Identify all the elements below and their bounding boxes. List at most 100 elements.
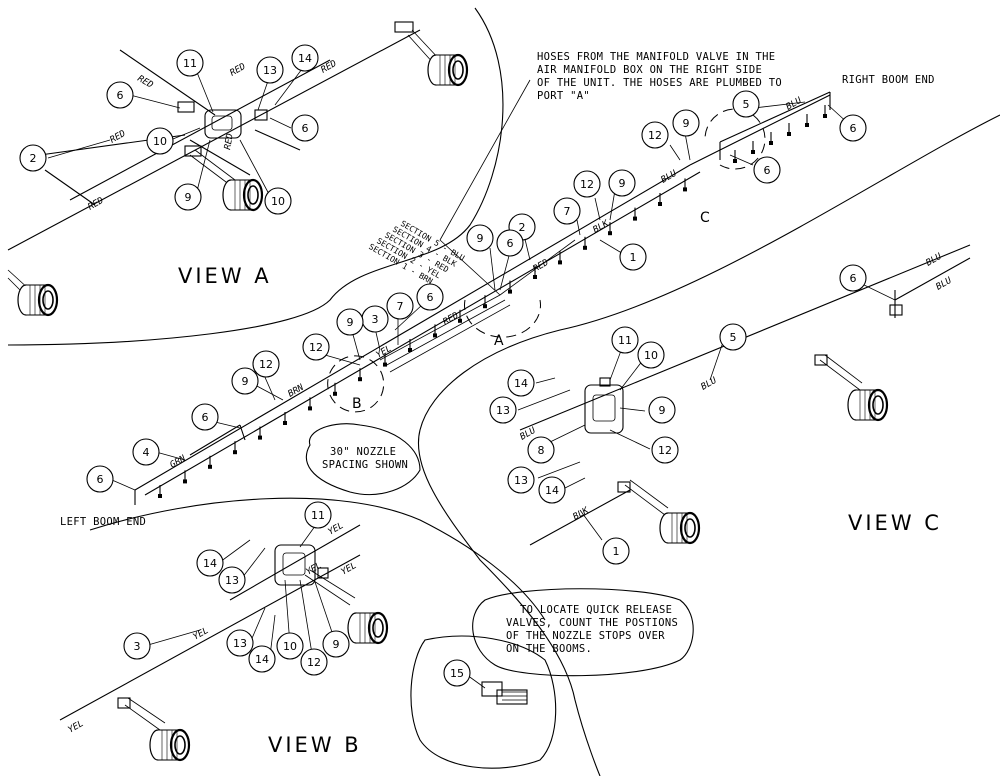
callout-bubble (176, 49, 204, 77)
callout-bubble (291, 44, 319, 72)
callout-number: 10 (153, 135, 167, 148)
callout-bubble (123, 632, 151, 660)
section-legend: SECTION 5 - BLU SECTION 4 - BLK SECTION … (367, 219, 466, 286)
callout-number: 12 (658, 444, 672, 457)
callout-number: 9 (347, 316, 354, 329)
callout-number: 6 (427, 291, 434, 304)
callout-bubble (291, 114, 319, 142)
nozzle-note-line-1: 30" NOZZLE (330, 446, 396, 458)
callout-number: 5 (743, 98, 750, 111)
callout-bubble (507, 369, 535, 397)
callout-number: 2 (30, 152, 37, 165)
callout-number: 9 (333, 638, 340, 651)
callout-number: 9 (242, 375, 249, 388)
callout-number: 1 (613, 545, 620, 558)
wire-label-red: RED (136, 74, 155, 91)
callout-bubble (300, 648, 328, 676)
callout-number: 5 (730, 331, 737, 344)
callout-number: 6 (507, 237, 514, 250)
callout-bubble (839, 264, 867, 292)
wire-label-red: RED (223, 133, 236, 151)
wire-label-yel: YEL (340, 561, 359, 578)
callout-number: 12 (580, 178, 594, 191)
callout-number: 6 (764, 164, 771, 177)
callout-bubble (489, 396, 517, 424)
nozzle-tip (769, 141, 773, 145)
nozzle-body-icon (847, 388, 889, 422)
callout-bubble (753, 156, 781, 184)
callout-bubble (553, 197, 581, 225)
callout-bubble (416, 283, 444, 311)
quick-release-note-outline (472, 588, 694, 677)
nozzle-bodies (17, 53, 889, 762)
kit-area-outline (410, 635, 557, 769)
callout-bubble (648, 396, 676, 424)
callout-bubble (641, 121, 669, 149)
hoses-note-line-2: AIR MANIFOLD BOX ON THE RIGHT SIDE (537, 64, 762, 76)
callout-bubble (496, 229, 524, 257)
callout-bubble (146, 127, 174, 155)
nozzle-body-icon (149, 728, 191, 762)
callout-bubble (86, 465, 114, 493)
callout-number: 1 (630, 251, 637, 264)
callout-number: 11 (311, 509, 325, 522)
callout-number: 11 (618, 334, 632, 347)
callout-number: 12 (309, 341, 323, 354)
main-boom (134, 91, 831, 505)
nozzle-tip (751, 150, 755, 154)
callout-number: 7 (564, 205, 571, 218)
quick-release-line-3: OF THE NOZZLE STOPS OVER (506, 630, 665, 642)
callout-number: 12 (307, 656, 321, 669)
callout-bubble (608, 169, 636, 197)
callout-number: 2 (519, 221, 526, 234)
callout-bubble (386, 292, 414, 320)
callout-number: 10 (271, 195, 285, 208)
callout-number: 14 (545, 484, 559, 497)
nozzle-tip (358, 377, 362, 382)
nozzle-tip (283, 421, 287, 425)
callout-number: 9 (659, 404, 666, 417)
callout-number: 6 (850, 272, 857, 285)
nozzle-tip (158, 494, 162, 498)
detail-c-label: C (700, 210, 710, 226)
quick-release-line-2: VALVES, COUNT THE POSTIONS (506, 617, 678, 629)
wire-label-red: RED (87, 196, 106, 213)
callout-bubble (276, 632, 304, 660)
wire-label-red: RED (320, 59, 339, 76)
nozzle-tip (533, 275, 537, 279)
hoses-note: HOSES FROM THE MANIFOLD VALVE IN THE AIR… (537, 51, 782, 102)
callout-number: 6 (117, 89, 124, 102)
callout-number: 3 (372, 313, 379, 326)
callout-bubble (619, 243, 647, 271)
view-boundaries (7, 7, 1000, 777)
callout-bubble (732, 90, 760, 118)
nozzle-tip (583, 245, 587, 250)
nozzle-body-icon (222, 178, 264, 212)
callout-number: 6 (850, 122, 857, 135)
view-c-assembly (519, 244, 971, 546)
callout-number: 3 (134, 640, 141, 653)
callout-bubble (226, 629, 254, 657)
nozzle-tip (733, 159, 737, 163)
wire-label-brn: BRN (287, 383, 307, 400)
nozzle-tip (823, 114, 827, 118)
callout-bubble (304, 501, 332, 529)
nozzle-tip (233, 450, 237, 455)
callout-bubble (174, 183, 202, 211)
nozzle-body-icon (659, 511, 701, 545)
callout-number: 7 (397, 300, 404, 313)
callout-bubble (218, 566, 246, 594)
view-a-title: VIEW A (178, 264, 272, 288)
callout-number: 9 (477, 232, 484, 245)
callout-bubble (252, 350, 280, 378)
nozzle-tip (483, 304, 487, 309)
callout-bubble (19, 144, 47, 172)
hoses-note-line-1: HOSES FROM THE MANIFOLD VALVE IN THE (537, 51, 775, 63)
right-boom-end-label: RIGHT BOOM END (842, 74, 935, 86)
nozzle-tip (383, 362, 387, 367)
callout-number: 6 (302, 122, 309, 135)
nozzle-tip (183, 479, 187, 484)
callout-number: 6 (97, 473, 104, 486)
detail-a-label: A (494, 333, 504, 349)
